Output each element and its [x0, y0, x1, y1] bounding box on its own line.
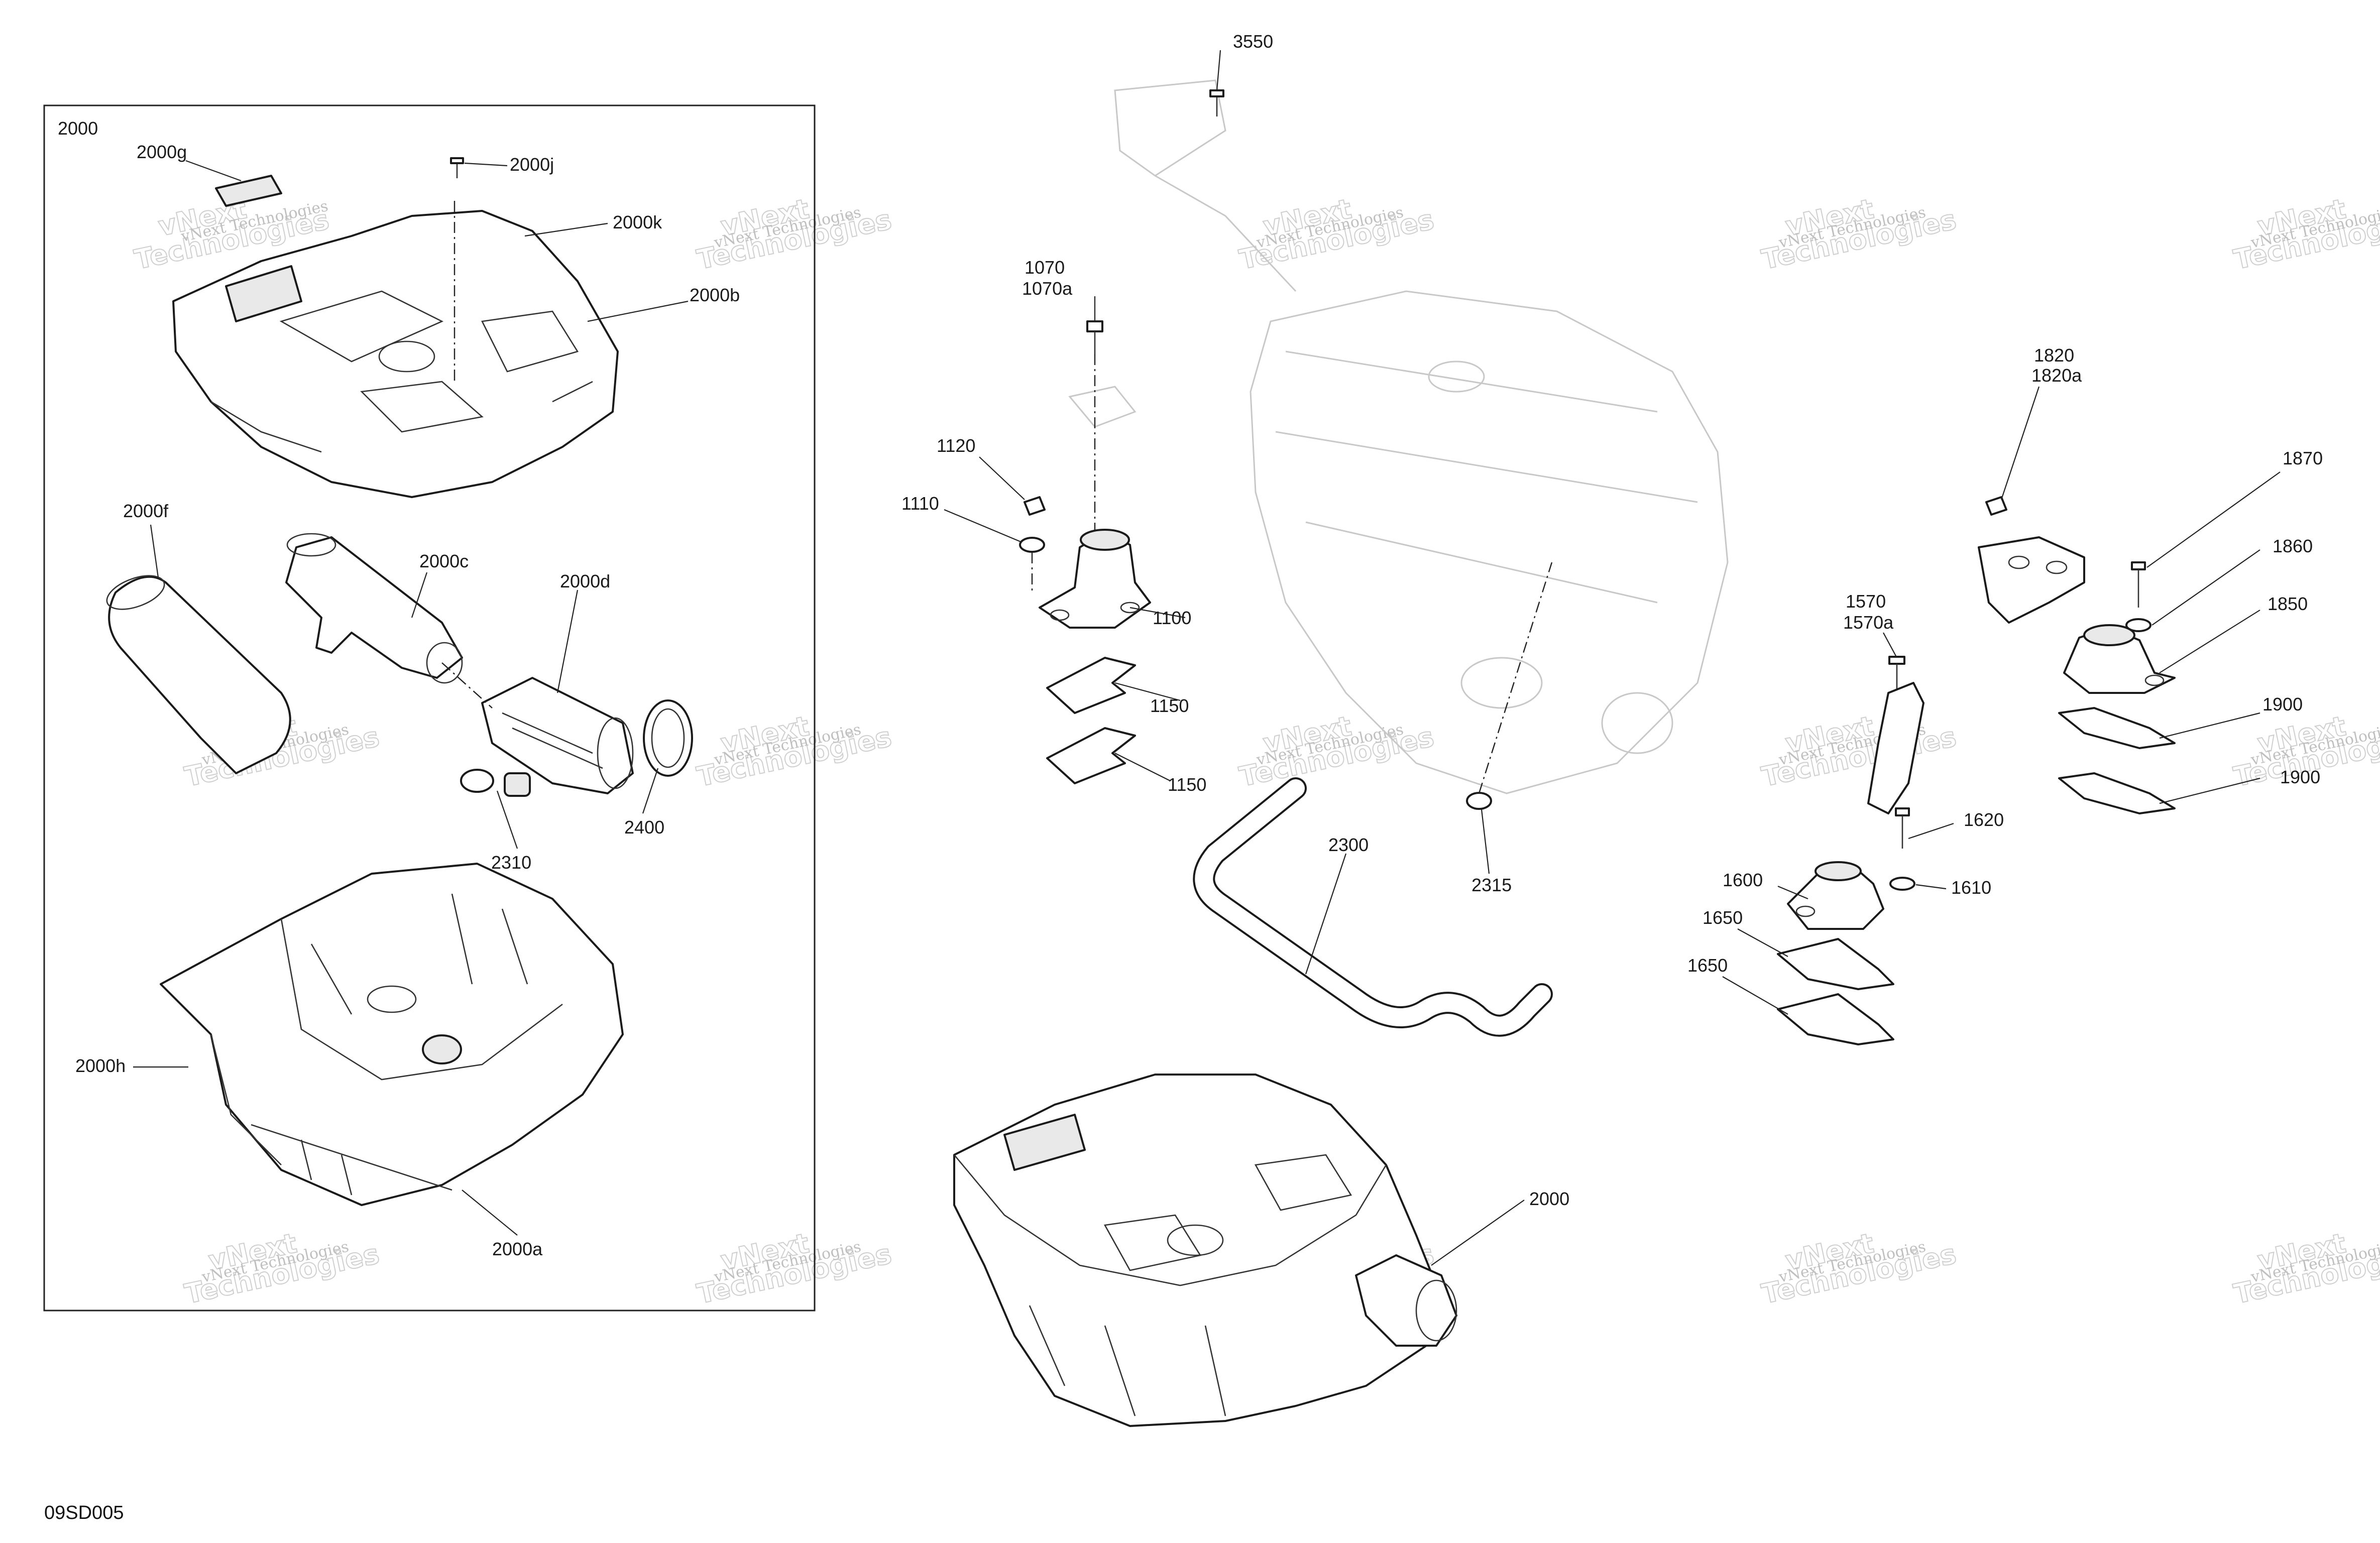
callout-2000h: 2000h — [75, 1055, 126, 1076]
watermark: vNext Technologies vNext Technologies — [1758, 1227, 1959, 1311]
watermark: vNext Technologies vNext Technologies — [1236, 192, 1437, 276]
callout-1820: 1820 — [2034, 345, 2074, 366]
callout-1820a: 1820a — [2031, 365, 2082, 386]
callout-1070a: 1070a — [1022, 278, 1073, 299]
intake-tube — [285, 533, 463, 684]
callout-labels: 2000g 2000j 2000k 2000b 2000f 2000c 2000… — [75, 31, 2323, 1259]
screw-part — [450, 157, 464, 178]
callout-1900a: 1900 — [2262, 694, 2303, 715]
nut-washer — [1019, 496, 1046, 592]
callout-1620: 1620 — [1964, 809, 2004, 830]
watermark: vNext Technologies vNext Technologies — [2230, 709, 2380, 793]
watermark: vNext Technologies vNext Technologies — [1758, 192, 1959, 276]
shim-plate — [2058, 772, 2176, 814]
mount-bracket-upper — [1978, 536, 2085, 624]
airbox-assembly-main — [953, 1074, 1457, 1427]
shim-plate — [2058, 707, 2176, 749]
callout-1850: 1850 — [2268, 594, 2308, 614]
engine-ghost-outline — [1114, 79, 1729, 794]
sticker-part — [215, 175, 282, 207]
callout-2310: 2310 — [491, 852, 531, 873]
airbox-lower-housing — [160, 863, 624, 1206]
callout-1150a: 1150 — [1150, 695, 1189, 716]
watermark: vNext Technologies vNext Technologies — [1236, 709, 1437, 793]
vent-hose — [1193, 777, 1553, 1037]
callout-1900b: 1900 — [2280, 767, 2320, 787]
callout-2000f: 2000f — [123, 501, 169, 521]
callout-1070: 1070 — [1025, 257, 1065, 278]
leader-lines — [133, 50, 2281, 1266]
frame-label: 2000 — [58, 118, 98, 139]
callout-1870: 1870 — [2283, 448, 2323, 468]
watermark: vNext Technologies vNext Technologies — [2230, 192, 2380, 276]
watermark: vNext Technologies vNext Technologies — [694, 709, 894, 793]
screw-1570 — [1888, 656, 1905, 693]
callout-1100: 1100 — [1153, 608, 1191, 628]
callout-2400: 2400 — [624, 817, 664, 838]
mount-bolt-1070 — [1068, 320, 1137, 542]
callout-1570: 1570 — [1846, 591, 1886, 612]
duct-sleeve — [106, 575, 291, 774]
callout-1570a: 1570a — [1843, 612, 1894, 633]
watermark: vNext Technologies vNext Technologies — [694, 192, 894, 276]
watermark: vNext Technologies vNext Technologies — [1758, 709, 1959, 793]
shim-plate — [1777, 993, 1894, 1045]
callout-2000c: 2000c — [419, 551, 469, 571]
screw-3550 — [1209, 89, 1224, 116]
callout-1110: 1110 — [901, 493, 939, 514]
shim-plate — [1046, 657, 1136, 714]
callout-2000a: 2000a — [492, 1239, 543, 1259]
watermark: vNext Technologies vNext Technologies — [181, 1227, 382, 1311]
airbox-upper-cover — [172, 201, 619, 498]
callout-2000j: 2000j — [510, 154, 554, 175]
hose-fitting — [460, 769, 531, 797]
callout-2300: 2300 — [1328, 835, 1369, 855]
callout-1600: 1600 — [1723, 870, 1763, 890]
callout-2000d: 2000d — [560, 571, 610, 591]
callout-1860: 1860 — [2273, 536, 2313, 556]
callout-2315: 2315 — [1471, 875, 1512, 895]
callout-2000-main: 2000 — [1529, 1189, 1569, 1209]
callout-1120: 1120 — [937, 435, 975, 456]
diagram-reference-number: 09SD005 — [44, 1502, 124, 1523]
callout-1610: 1610 — [1951, 877, 1991, 898]
bolt-1870 — [2125, 561, 2151, 632]
engine-mount-1100 — [1039, 529, 1151, 629]
engine-mount-1600 — [1787, 861, 1884, 930]
bolt-1620 — [1889, 807, 1915, 891]
shim-plate — [1046, 727, 1136, 784]
intake-coupler — [441, 662, 634, 794]
subassembly-frame — [43, 104, 816, 1312]
shim-plate — [1777, 938, 1894, 990]
nut-1820 — [1985, 496, 2007, 516]
callout-2000b: 2000b — [690, 285, 740, 305]
callout-2000g: 2000g — [137, 142, 187, 162]
callout-3550: 3550 — [1233, 31, 1273, 52]
mount-bracket-side — [1867, 682, 1924, 814]
watermark: vNext Technologies vNext Technologies — [694, 1227, 894, 1311]
callout-2000k: 2000k — [613, 212, 662, 232]
callout-1650a: 1650 — [1703, 907, 1743, 928]
callout-1150b: 1150 — [1168, 774, 1206, 795]
hose-clamp-large — [643, 699, 693, 777]
callout-1650b: 1650 — [1687, 955, 1728, 976]
watermark: vNext Technologies vNext Technologies — [2230, 1227, 2380, 1311]
hose-clamp-2315 — [1466, 562, 1553, 810]
engine-mount-1850 — [2063, 624, 2176, 694]
